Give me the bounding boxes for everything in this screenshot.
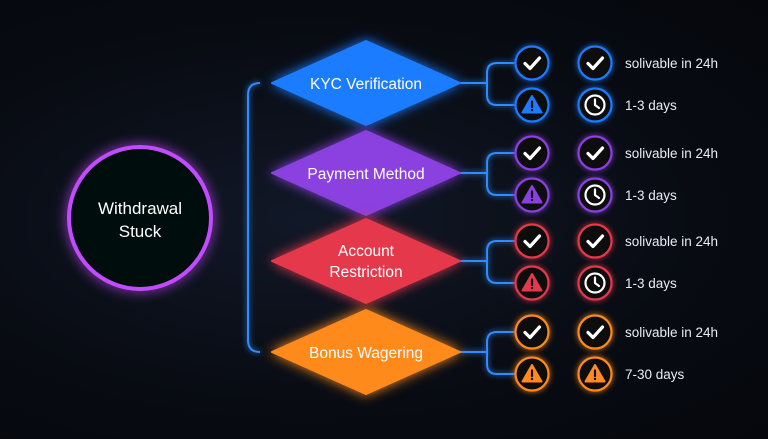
branch-payment: Payment Method solivable in 24h 1-3 days	[248, 130, 718, 216]
check-icon	[514, 314, 550, 350]
check-icon	[577, 135, 613, 171]
diamond-kyc	[271, 40, 461, 126]
outcome-text: 1-3 days	[625, 188, 677, 203]
branches: KYC Verification solivable in 24h 1-3 days…	[248, 40, 718, 395]
root-node: Withdrawal Stuck	[67, 145, 213, 291]
clock-icon	[577, 265, 613, 301]
bracket-connector	[460, 240, 516, 284]
outcome-text: 1-3 days	[625, 98, 677, 113]
outcome-row: 7-30 days	[514, 356, 685, 392]
clock-icon	[577, 87, 613, 123]
warning-icon	[577, 356, 613, 392]
warning-icon	[514, 177, 550, 213]
outcome-row: solivable in 24h	[514, 314, 718, 350]
diamond-label: Restriction	[329, 264, 402, 281]
warning-icon	[514, 356, 550, 392]
check-icon	[577, 223, 613, 259]
branch-bonus: Bonus Wagering solivable in 24h 7-30 days	[260, 309, 718, 395]
diamond-label: Payment Method	[307, 166, 424, 183]
diamond-label: Account	[338, 243, 395, 260]
diamond-bonus	[271, 309, 461, 395]
check-icon	[577, 314, 613, 350]
outcome-text: 7-30 days	[625, 367, 685, 382]
check-icon	[514, 135, 550, 171]
outcome-row: 1-3 days	[514, 87, 677, 123]
outcome-text: solivable in 24h	[625, 56, 718, 71]
outcome-text: solivable in 24h	[625, 234, 718, 249]
outcome-row: solivable in 24h	[514, 135, 718, 171]
root-label-line-1: Withdrawal	[98, 199, 182, 218]
root-circle	[67, 145, 213, 291]
bracket-connector	[460, 331, 516, 375]
warning-icon	[514, 265, 550, 301]
warning-icon	[514, 87, 550, 123]
branch-kyc: KYC Verification solivable in 24h 1-3 days	[260, 40, 718, 126]
diamond-payment	[271, 130, 461, 216]
outcome-text: 1-3 days	[625, 276, 677, 291]
root-label-line-2: Stuck	[119, 222, 162, 241]
diamond-account	[271, 218, 461, 304]
outcome-text: solivable in 24h	[625, 325, 718, 340]
check-icon	[577, 45, 613, 81]
outcome-row: 1-3 days	[514, 265, 677, 301]
check-icon	[514, 223, 550, 259]
outcome-row: 1-3 days	[514, 177, 677, 213]
bracket-connector	[460, 152, 516, 196]
outcome-row: solivable in 24h	[514, 45, 718, 81]
diamond-label: Bonus Wagering	[309, 345, 423, 362]
connector-lines	[211, 82, 261, 353]
outcome-text: solivable in 24h	[625, 146, 718, 161]
diamond-label: KYC Verification	[310, 76, 422, 93]
bracket-connector	[460, 62, 516, 106]
clock-icon	[577, 177, 613, 213]
outcome-row: solivable in 24h	[514, 223, 718, 259]
trunk-line	[247, 82, 261, 353]
check-icon	[514, 45, 550, 81]
